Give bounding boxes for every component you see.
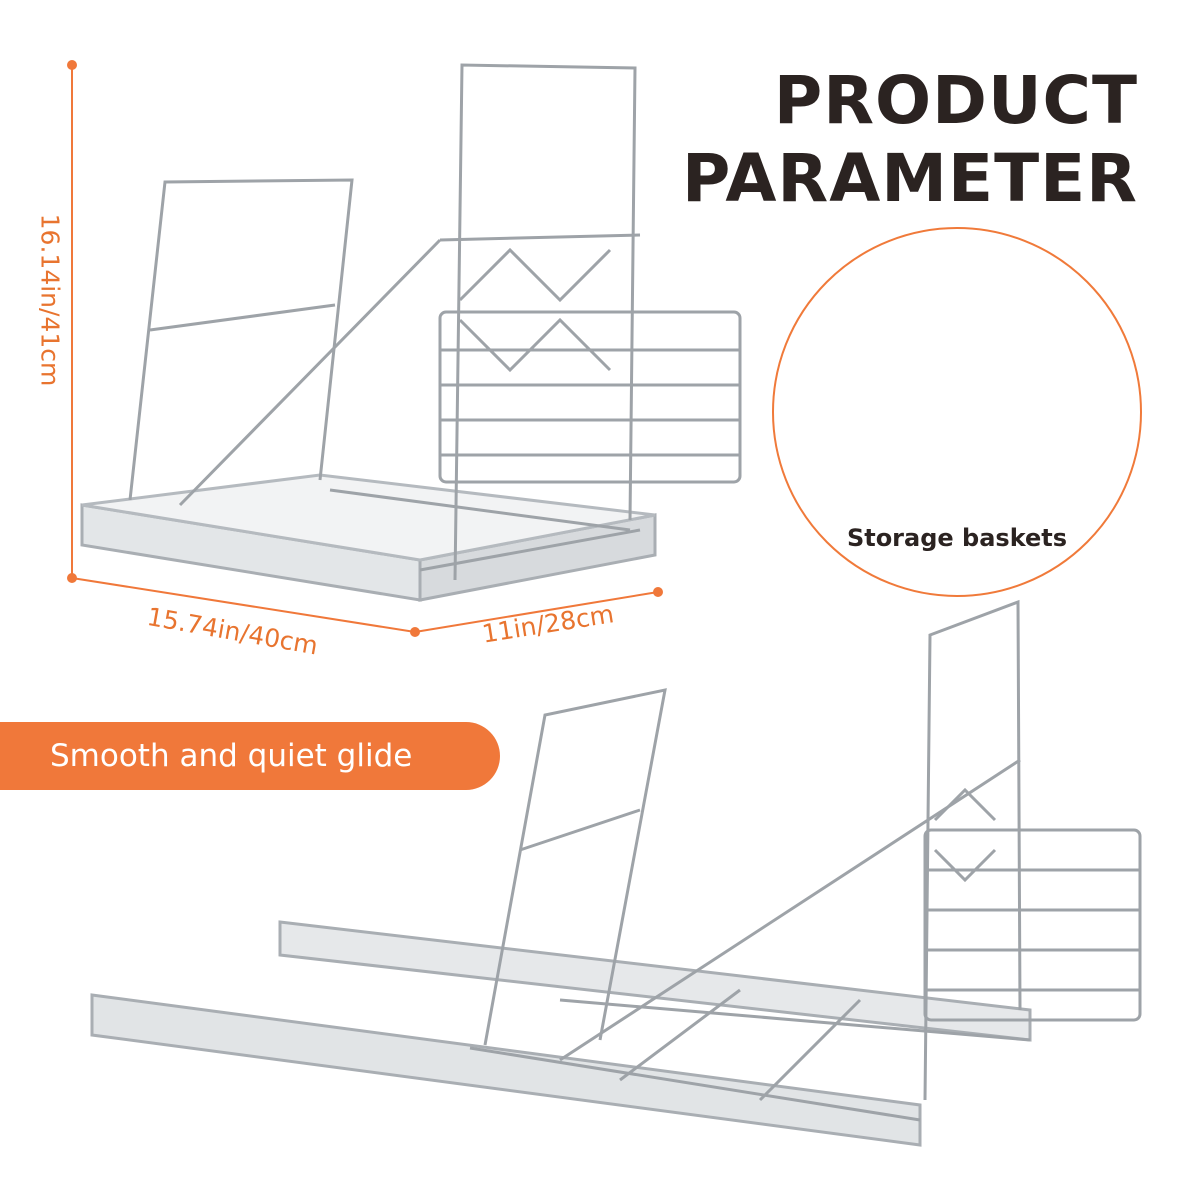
bottom-unit (90, 599, 1142, 1147)
title-line-2: PARAMETER (682, 140, 1138, 217)
top-unit (80, 63, 742, 602)
storage-basket-label: Storage baskets (846, 524, 1068, 552)
feature-banner: Smooth and quiet glide (0, 722, 500, 790)
storage-basket-callout: Storage baskets (772, 227, 1142, 597)
title-line-1: PRODUCT (773, 62, 1138, 139)
title-heading: PRODUCT PARAMETER (682, 62, 1138, 218)
height-dimension-label: 16.14in/41cm (35, 213, 65, 387)
dimension-lines (67, 60, 663, 637)
feature-banner-label: Smooth and quiet glide (50, 738, 413, 774)
